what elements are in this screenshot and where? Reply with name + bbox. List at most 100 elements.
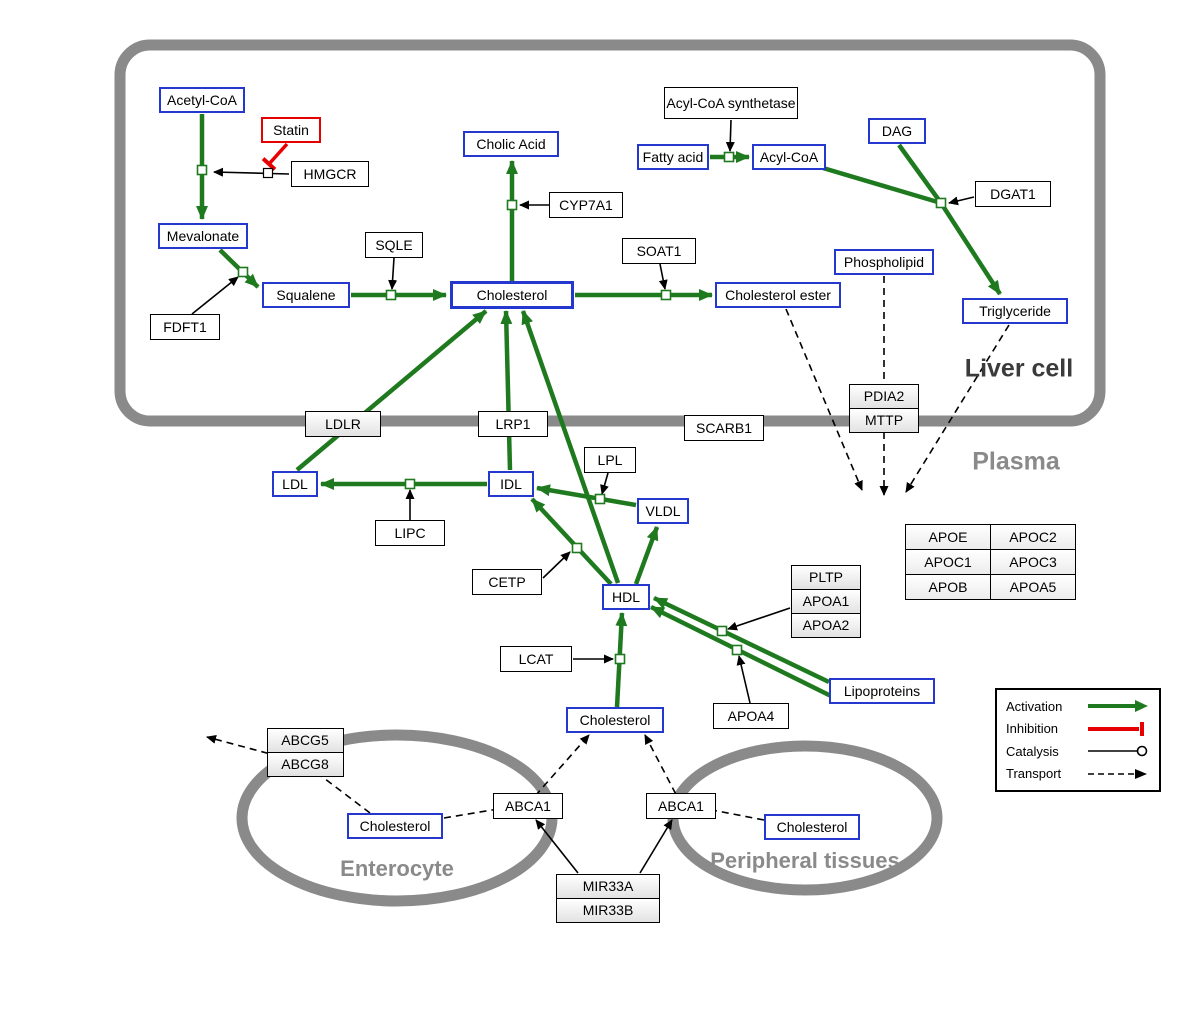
node-apoc1[interactable]: APOC1 (905, 549, 990, 574)
node-dgat1[interactable]: DGAT1 (975, 181, 1051, 207)
edge-ldl-cholesterol (295, 309, 488, 472)
node-ldl[interactable]: LDL (272, 471, 318, 497)
node-soat1[interactable]: SOAT1 (622, 238, 696, 264)
node-apob[interactable]: APOB (905, 574, 990, 599)
legend-item-catalysis: Catalysis (1006, 743, 1150, 759)
node-phospholipid[interactable]: Phospholipid (834, 249, 934, 275)
node-sqle[interactable]: SQLE (365, 232, 423, 258)
edge-lpl-cat (600, 472, 609, 495)
inhibition-symbol-icon (1088, 721, 1144, 736)
node-mir33a[interactable]: MIR33A (556, 873, 660, 899)
edge-dag-reaction (897, 143, 943, 205)
node-mttp[interactable]: MTTP (849, 407, 919, 433)
node-mir33b[interactable]: MIR33B (556, 897, 660, 923)
legend-item-transport: Transport (1006, 766, 1150, 782)
node-hmgcr[interactable]: HMGCR (291, 161, 369, 187)
node-squalene[interactable]: Squalene (262, 282, 350, 308)
node-acetyl-coa[interactable]: Acetyl-CoA (159, 87, 245, 113)
node-statin[interactable]: Statin (261, 117, 321, 143)
node-apoa5[interactable]: APOA5 (990, 574, 1075, 599)
edge-vldl-idl (536, 484, 637, 508)
edge-soat1-cat (658, 263, 668, 290)
anchor-node (262, 167, 274, 179)
node-cholesterol-ester[interactable]: Cholesterol ester (715, 282, 841, 308)
legend-label: Inhibition (1006, 721, 1059, 737)
reaction-node (237, 266, 249, 278)
reaction-node (506, 199, 518, 211)
node-lpl[interactable]: LPL (584, 447, 636, 473)
node-apoa1[interactable]: APOA1 (791, 588, 861, 614)
node-lipoproteins[interactable]: Lipoproteins (829, 678, 935, 704)
node-pltp[interactable]: PLTP (791, 564, 861, 590)
reaction-node (660, 289, 672, 301)
node-lipc[interactable]: LIPC (375, 520, 445, 546)
node-dag[interactable]: DAG (868, 118, 926, 144)
node-apoa4[interactable]: APOA4 (713, 703, 789, 729)
node-fdft1[interactable]: FDFT1 (150, 314, 220, 340)
node-scarb1[interactable]: SCARB1 (684, 415, 764, 441)
reaction-node (385, 289, 397, 301)
node-cholic-acid[interactable]: Cholic Acid (463, 131, 559, 157)
node-cetp[interactable]: CETP (472, 569, 542, 595)
catalysis-symbol-icon (1088, 745, 1148, 757)
node-apoc3[interactable]: APOC3 (990, 549, 1075, 574)
edge-apoa4-cat (736, 655, 751, 704)
edge-reaction-triglyceride (939, 201, 1002, 296)
node-apoe[interactable]: APOE (905, 524, 990, 549)
edge-sqle-cat (388, 257, 398, 290)
liver-cell-label: Liver cell (964, 354, 1074, 383)
edge-triglyceride-secretion (905, 324, 1010, 493)
transport-symbol-icon (1088, 768, 1147, 779)
edge-lipoproteins-hdl-1 (653, 595, 830, 685)
node-apoa2[interactable]: APOA2 (791, 612, 861, 638)
reaction-node (404, 478, 416, 490)
reaction-node (614, 653, 626, 665)
edge-cholenterocyte-efflux (206, 734, 371, 814)
legend-item-inhibition: Inhibition (1006, 721, 1150, 737)
reaction-nodes (196, 151, 947, 665)
edge-hmgcr-cat (213, 167, 290, 177)
edge-acylcoasynthetase-cat (725, 119, 735, 152)
activation-symbol-icon (1088, 700, 1148, 713)
legend-item-activation: Activation (1006, 698, 1150, 714)
reaction-node (935, 197, 947, 209)
node-apoc2[interactable]: APOC2 (990, 524, 1075, 549)
node-idl[interactable]: IDL (488, 471, 534, 497)
node-cyp7a1[interactable]: CYP7A1 (549, 192, 623, 218)
node-lcat[interactable]: LCAT (500, 646, 572, 672)
node-cholesterol-plasma[interactable]: Cholesterol (566, 707, 664, 733)
node-abca1-right[interactable]: ABCA1 (646, 793, 716, 819)
node-acyl-coa[interactable]: Acyl-CoA (752, 144, 826, 170)
node-triglyceride[interactable]: Triglyceride (962, 298, 1068, 324)
edge-dgat1-cat (948, 196, 975, 206)
node-abcg8[interactable]: ABCG8 (266, 751, 344, 777)
legend-label: Transport (1006, 766, 1062, 782)
edge-statin-hmgcr (261, 142, 289, 171)
node-acyl-coa-synthetase[interactable]: Acyl-CoA synthetase (664, 87, 798, 119)
edge-cetp-cat (542, 551, 571, 579)
edge-hdl-vldl (633, 526, 660, 585)
node-lrp1[interactable]: LRP1 (478, 411, 548, 437)
legend-label: Activation (1006, 698, 1063, 714)
node-mevalonate[interactable]: Mevalonate (158, 223, 248, 249)
reaction-node (723, 151, 735, 163)
edge-fdft1-cat (191, 276, 239, 315)
node-cholesterol-enterocyte[interactable]: Cholesterol (347, 813, 443, 839)
edge-hdl-cholesterol (520, 310, 621, 584)
edge-mir33-abca1left (535, 819, 579, 874)
edge-acylcoa-reaction (822, 165, 942, 206)
node-cholesterol-liver[interactable]: Cholesterol (450, 281, 574, 309)
node-fatty-acid[interactable]: Fatty acid (637, 144, 709, 170)
node-abca1-left[interactable]: ABCA1 (493, 793, 563, 819)
node-hdl[interactable]: HDL (602, 584, 650, 610)
node-pdia2[interactable]: PDIA2 (849, 383, 919, 409)
node-vldl[interactable]: VLDL (637, 498, 689, 524)
node-cholesterol-peripheral[interactable]: Cholesterol (764, 814, 860, 840)
node-ldlr[interactable]: LDLR (305, 411, 381, 437)
peripheral-tissues-label: Peripheral tissues (710, 848, 900, 873)
edge-cholesterolester-secretion (785, 308, 863, 491)
node-abcg5[interactable]: ABCG5 (266, 727, 344, 753)
